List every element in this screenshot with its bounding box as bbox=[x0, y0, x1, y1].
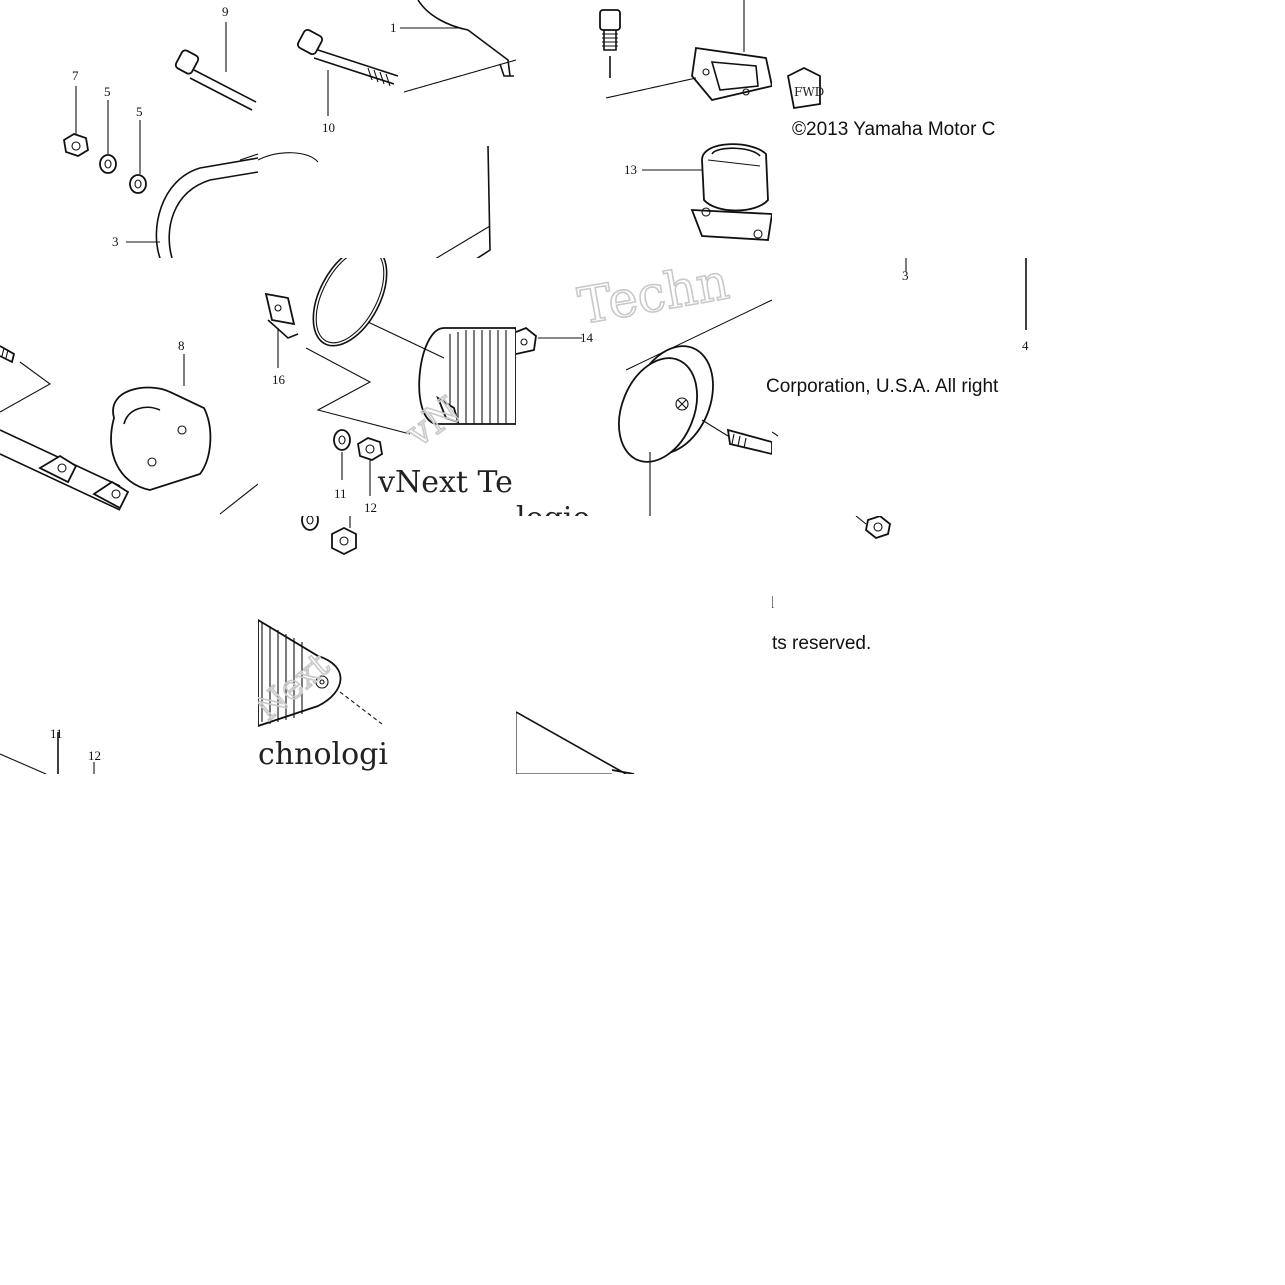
fwd-arrow-icon: FWD bbox=[786, 66, 824, 110]
stud-icon bbox=[0, 345, 16, 364]
callout-3: 3 bbox=[112, 234, 119, 249]
callout-12b: 12 bbox=[88, 748, 101, 763]
tile-j-drawing: chnologi Next bbox=[258, 516, 388, 772]
callout-5b: 5 bbox=[136, 104, 143, 119]
tile-k-drawing bbox=[516, 711, 635, 774]
tile-c: 13 bbox=[516, 0, 772, 258]
callout-9: 9 bbox=[222, 4, 229, 19]
stud-2-icon bbox=[726, 428, 772, 455]
silencer-end-icon bbox=[258, 618, 342, 727]
o-ring-icon bbox=[312, 258, 388, 347]
tile-a: 9 7 5 5 bbox=[0, 0, 258, 258]
callout-16: 16 bbox=[272, 372, 286, 387]
tile-i-drawing: 11 12 bbox=[0, 726, 101, 774]
tile-c-drawing: 13 bbox=[599, 0, 772, 241]
bracket-16-icon bbox=[264, 292, 299, 339]
callout-1: 1 bbox=[390, 20, 397, 35]
copyright-line-1: ©2013 Yamaha Motor C bbox=[792, 119, 996, 140]
tile-d-drawing: FWD bbox=[786, 66, 824, 110]
hex-bolt-icon bbox=[865, 516, 891, 540]
tile-l-drawing: 1 bbox=[772, 516, 891, 611]
tile-f: 15 16 11 bbox=[258, 258, 516, 516]
nut-12-icon bbox=[357, 437, 383, 461]
callout-8: 8 bbox=[178, 338, 185, 353]
pipe-bracket-icon bbox=[38, 454, 130, 510]
nut-7-icon bbox=[63, 133, 89, 157]
callout-14: 14 bbox=[580, 330, 594, 345]
tile-b: 10 1 bbox=[258, 0, 516, 258]
bracket-14-icon bbox=[516, 326, 537, 355]
callout-7: 7 bbox=[72, 68, 79, 83]
tile-j: chnologi Next bbox=[258, 516, 516, 774]
callout-3b: 3 bbox=[902, 268, 909, 283]
end-cap-icon bbox=[618, 345, 714, 463]
bracket-1-icon bbox=[417, 0, 514, 77]
callout-11: 11 bbox=[334, 486, 347, 501]
tile-e-drawing: 8 bbox=[0, 338, 258, 515]
silencer-tube-icon bbox=[418, 327, 516, 425]
tile-l: 1 bbox=[772, 516, 1030, 774]
tile-h: 3 4 bbox=[772, 258, 1030, 516]
washer-5b-icon bbox=[129, 174, 147, 194]
tile-g-drawing: Techn 14 logie bbox=[516, 258, 772, 516]
tile-h-drawing: 3 4 bbox=[772, 258, 1029, 437]
bolt-10-icon bbox=[296, 28, 399, 87]
nut-bottom-icon bbox=[331, 526, 357, 556]
watermark-techn: Techn bbox=[574, 258, 733, 336]
washer-bottom-icon bbox=[301, 516, 319, 531]
intake-manifold-icon bbox=[690, 143, 772, 241]
tile-i: 11 12 bbox=[0, 516, 258, 774]
watermark-vnext: vNext Te bbox=[377, 465, 513, 500]
tile-g: Techn 14 logie bbox=[516, 258, 772, 516]
tile-e: 8 bbox=[0, 258, 258, 516]
svg-text:FWD: FWD bbox=[794, 85, 824, 99]
tile-a-drawing: 9 7 5 5 bbox=[63, 4, 258, 258]
gasket-icon bbox=[691, 46, 772, 102]
watermark-logie: logie bbox=[516, 501, 590, 516]
tile-b-drawing: 10 1 bbox=[258, 0, 516, 258]
tile-f-drawing: 15 16 11 bbox=[264, 258, 516, 515]
bolt-9-icon bbox=[174, 49, 257, 111]
washer-11-icon bbox=[333, 429, 351, 451]
tile-d: FWD bbox=[772, 0, 1030, 258]
callout-1b: 1 bbox=[772, 596, 775, 611]
watermark-chnologi: chnologi bbox=[258, 737, 388, 772]
callout-13: 13 bbox=[624, 162, 637, 177]
muffler-body-icon bbox=[155, 153, 258, 258]
tile-k bbox=[516, 516, 772, 774]
copyright-line-3: ts reserved. bbox=[772, 633, 872, 654]
callout-11b: 11 bbox=[50, 726, 63, 741]
copyright-line-2: Corporation, U.S.A. All right bbox=[766, 376, 999, 397]
washer-5a-icon bbox=[99, 154, 117, 174]
callout-12: 12 bbox=[364, 500, 377, 515]
callout-4: 4 bbox=[1022, 338, 1029, 353]
heat-shield-icon bbox=[110, 386, 212, 491]
screw-icon bbox=[599, 9, 621, 78]
callout-10: 10 bbox=[322, 120, 335, 135]
callout-5a: 5 bbox=[104, 84, 111, 99]
